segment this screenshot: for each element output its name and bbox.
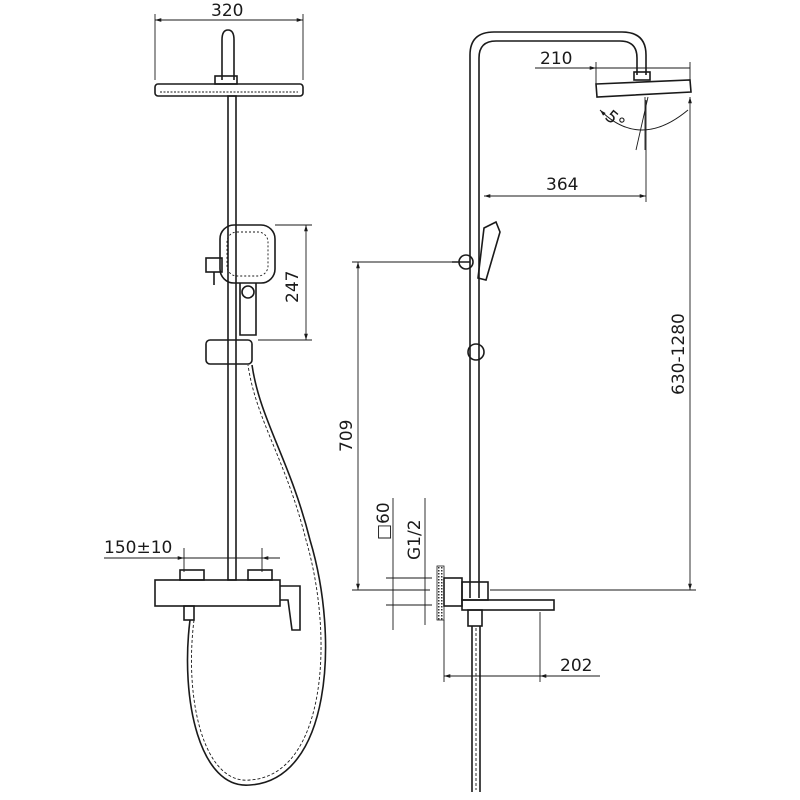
rain-shower-head: [154, 83, 304, 97]
dim-202: 202: [560, 656, 592, 676]
side-mixer-body: [443, 577, 463, 607]
dim-thread: G1/2: [405, 519, 425, 560]
dim-630-1280: 630-1280: [669, 313, 689, 395]
dim-364: 364: [546, 175, 578, 195]
hose: [186, 364, 327, 786]
dim-210: 210: [540, 49, 572, 69]
spout: [461, 599, 555, 611]
side-hand-shower: [452, 220, 501, 361]
dim-150: 150±10: [104, 538, 172, 558]
dim-247: 247: [283, 271, 303, 303]
side-slider: [467, 343, 485, 361]
dim-5deg: 5°: [601, 107, 629, 135]
side-hose: [471, 626, 481, 792]
side-view: 5° 210 364 630-1280 709 □60 G1/2: [337, 31, 696, 792]
dim-709: 709: [337, 420, 357, 452]
riser-rail: [227, 95, 237, 581]
front-view: 320 247 150±10: [104, 1, 327, 786]
side-rain-head: [595, 79, 692, 98]
riser-pipe-outer: [469, 31, 647, 598]
dim-flange: □60: [374, 502, 394, 540]
hand-shower: [205, 224, 276, 336]
wall-section: [436, 565, 445, 621]
shower-arm: [221, 29, 235, 80]
dim-320: 320: [211, 1, 243, 21]
slider-bracket: [205, 339, 253, 365]
thermostatic-mixer: [154, 569, 301, 631]
